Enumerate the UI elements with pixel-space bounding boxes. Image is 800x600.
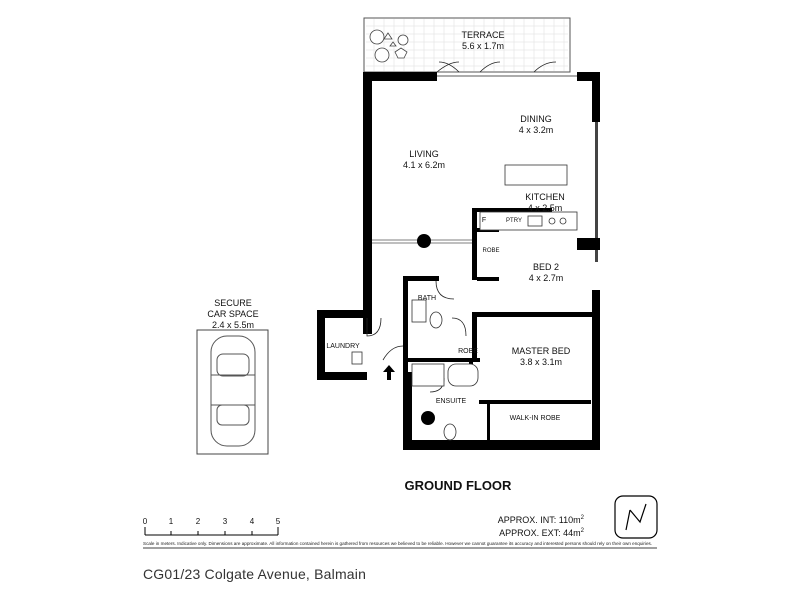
room-name: DINING [520,114,552,124]
room-size: 4 x 2.5m [527,203,563,213]
room-name: TERRACE [461,30,505,40]
dining-label: DINING 4 x 3.2m [519,114,554,136]
kitchen-fixtures [479,164,578,231]
room-size: 5.6 x 1.7m [461,41,505,51]
disclaimer: Scale in meters. Indicative only. Dimens… [143,541,653,546]
compass-icon [614,495,658,539]
plan-title: GROUND FLOOR [404,478,512,493]
room-size: 4.1 x 6.2m [402,160,446,170]
area-ext-value: 44m [563,528,581,538]
living-label: LIVING 4.1 x 6.2m [403,149,445,171]
robe-vertical-label: ROBE [482,248,500,254]
area-external: APPROX. EXT: 44m2 [499,525,584,540]
car-space-label: SECURE CAR SPACE 2.4 x 5.5m [207,298,258,331]
room-name: BED 2 [532,262,560,272]
area-int-value: 110m [558,515,581,525]
room-size: 3.8 x 3.1m [519,357,563,367]
kitchen-label: KITCHEN 4 x 2.5m [525,192,565,214]
bath-label: BATH [417,295,437,302]
room-name: KITCHEN [525,192,565,202]
room-size: 4 x 2.7m [528,273,564,283]
scale-tick-5: 5 [275,517,281,526]
master-bed-label: MASTER BED 3.8 x 3.1m [512,346,571,368]
property-address: CG01/23 Colgate Avenue, Balmain [143,566,367,582]
column [421,411,435,425]
scale-bar [144,527,279,536]
car-icon [210,335,256,447]
scale-tick-1: 1 [168,517,174,526]
area-internal: APPROX. INT: 110m2 [498,512,584,527]
car-line2: CAR SPACE [207,309,259,319]
terrace-furniture [369,29,409,63]
area-int-unit: 2 [580,515,584,521]
bath-fixtures [351,299,479,441]
area-ext-unit: 2 [580,528,584,534]
pantry-label: PTRY [506,218,522,224]
walk-in-robe-label: WALK-IN ROBE [509,415,561,422]
bed2-label: BED 2 4 x 2.7m [529,262,564,284]
laundry-label: LAUNDRY [326,343,360,350]
terrace-label: TERRACE 5.6 x 1.7m [461,30,504,52]
scale-tick-2: 2 [195,517,201,526]
car-line1: SECURE [214,298,252,308]
room-name: LIVING [409,149,439,159]
entry-arrow-icon [383,365,395,380]
terrace-area [363,17,571,73]
room-size: 4 x 3.2m [518,125,554,135]
scale-tick-3: 3 [222,517,228,526]
scale-tick-0: 0 [142,517,148,526]
area-ext-label: APPROX. EXT: [499,528,561,538]
scale-tick-4: 4 [249,517,255,526]
room-size: 2.4 x 5.5m [211,320,255,330]
fridge-label: F [481,217,487,224]
robe-label: ROBE [458,348,478,355]
walls [317,72,600,450]
ensuite-label: ENSUITE [435,398,467,405]
area-int-label: APPROX. INT: [497,515,557,525]
car-space [196,329,269,455]
room-name: MASTER BED [511,346,571,356]
column [417,234,431,248]
